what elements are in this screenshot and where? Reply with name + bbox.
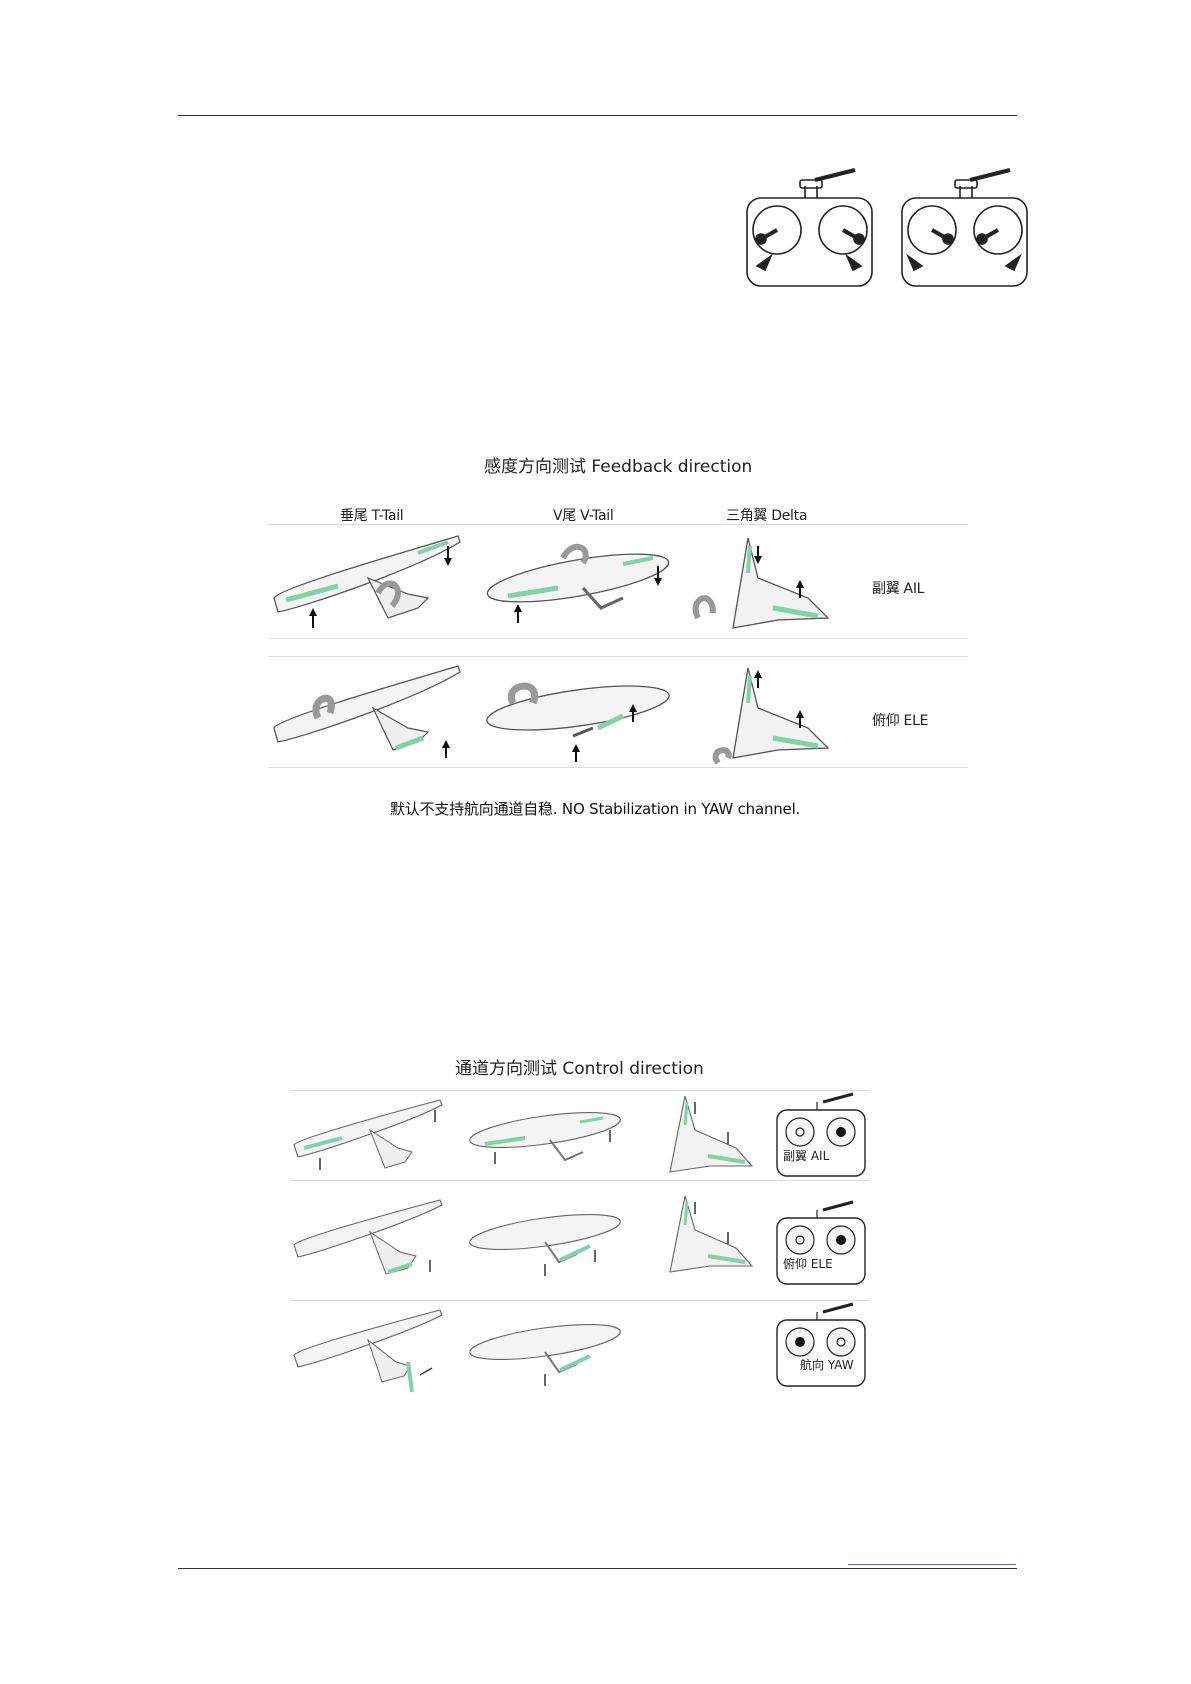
column-label-delta: 三角翼 Delta bbox=[726, 505, 807, 525]
control-label-ele: 俯仰 ELE bbox=[783, 1255, 833, 1272]
feedback-grid-line bbox=[268, 656, 968, 657]
v-tail-ail-illustration bbox=[483, 528, 673, 638]
transmitter-icon-right bbox=[902, 170, 1027, 286]
v-tail-ele-control-illustration bbox=[465, 1190, 625, 1290]
transmitter-mode-icons bbox=[745, 160, 1035, 290]
delta-ele-illustration bbox=[688, 658, 838, 768]
delta-ail-control-illustration bbox=[640, 1090, 760, 1180]
row-label-ele: 俯仰 ELE bbox=[872, 710, 928, 730]
row-label-ail: 副翼 AIL bbox=[872, 578, 924, 598]
feedback-grid-line bbox=[268, 638, 968, 639]
t-tail-yaw-control-illustration bbox=[290, 1300, 450, 1400]
feedback-title: 感度方向测试 Feedback direction bbox=[484, 452, 752, 477]
transmitter-yaw-icon bbox=[775, 1298, 870, 1388]
column-label-t-tail: 垂尾 T-Tail bbox=[340, 505, 403, 525]
transmitter-ele-icon bbox=[775, 1196, 870, 1286]
delta-ele-control-illustration bbox=[640, 1190, 760, 1290]
t-tail-ail-illustration bbox=[268, 528, 468, 638]
control-label-yaw: 航向 YAW bbox=[800, 1356, 854, 1373]
footer-rule bbox=[178, 1568, 1017, 1569]
yaw-stabilization-note: 默认不支持航向通道自稳. NO Stabilization in YAW cha… bbox=[390, 798, 800, 819]
v-tail-ail-control-illustration bbox=[465, 1090, 625, 1180]
t-tail-ail-control-illustration bbox=[290, 1090, 450, 1180]
header-rule bbox=[178, 115, 1017, 116]
transmitter-ail-icon bbox=[775, 1088, 870, 1178]
feedback-grid-line bbox=[268, 524, 968, 525]
t-tail-ele-control-illustration bbox=[290, 1190, 450, 1290]
column-label-v-tail: V尾 V-Tail bbox=[553, 505, 613, 525]
v-tail-yaw-control-illustration bbox=[465, 1300, 625, 1400]
control-title: 通道方向测试 Control direction bbox=[455, 1054, 704, 1079]
v-tail-ele-illustration bbox=[483, 658, 673, 768]
transmitter-icon-left bbox=[747, 170, 872, 286]
delta-ail-illustration bbox=[688, 528, 838, 638]
footer-link-underline[interactable] bbox=[848, 1564, 1016, 1565]
control-grid-line bbox=[290, 1180, 870, 1181]
control-label-ail: 副翼 AIL bbox=[783, 1147, 829, 1164]
t-tail-ele-illustration bbox=[268, 658, 468, 768]
